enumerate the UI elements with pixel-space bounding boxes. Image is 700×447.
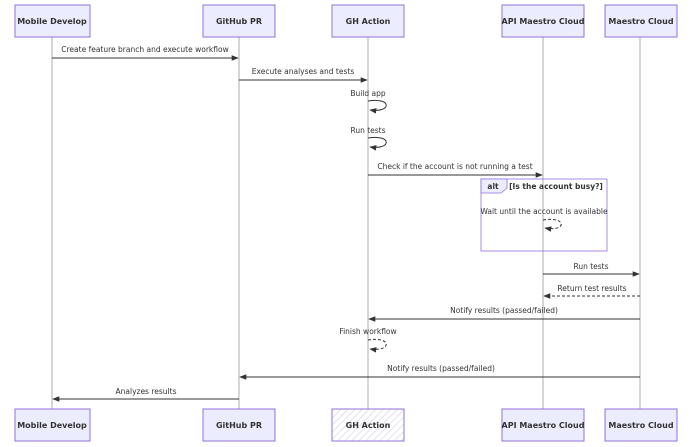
svg-text:Execute analyses and tests: Execute analyses and tests bbox=[252, 67, 355, 76]
svg-text:Mobile Develop: Mobile Develop bbox=[17, 421, 87, 430]
svg-text:Build app: Build app bbox=[350, 89, 386, 98]
actor-top-maestro-cloud: Maestro Cloud bbox=[604, 4, 678, 38]
message-run-tests-maestro: Run tests bbox=[543, 262, 640, 277]
svg-text:Notify results (passed/failed): Notify results (passed/failed) bbox=[450, 306, 558, 315]
message-finish-workflow: Finish workflow bbox=[339, 327, 397, 353]
message-analyzes-results: Analyzes results bbox=[52, 387, 239, 402]
svg-text:Check if the account is not ru: Check if the account is not running a te… bbox=[377, 162, 532, 171]
actor-bottom-github-pr: GitHub PR bbox=[202, 408, 276, 442]
svg-text:Finish workflow: Finish workflow bbox=[339, 327, 396, 336]
message-run-tests-self: Run tests bbox=[350, 126, 387, 151]
svg-text:GH Action: GH Action bbox=[346, 17, 391, 26]
svg-text:Maestro Cloud: Maestro Cloud bbox=[608, 17, 673, 26]
message-notify-results-gh-action: Notify results (passed/failed) bbox=[368, 306, 640, 322]
svg-text:Wait until the account is avai: Wait until the account is available bbox=[480, 207, 608, 216]
svg-text:Maestro Cloud: Maestro Cloud bbox=[608, 421, 673, 430]
svg-text:Return test results: Return test results bbox=[557, 284, 626, 293]
message-check-account: Check if the account is not running a te… bbox=[368, 162, 543, 178]
actor-bottom-api-maestro-cloud: API Maestro Cloud bbox=[501, 408, 585, 442]
svg-text:GitHub PR: GitHub PR bbox=[216, 17, 262, 26]
message-notify-results-github: Notify results (passed/failed) bbox=[239, 364, 640, 380]
svg-text:Create feature branch and exec: Create feature branch and execute workfl… bbox=[61, 45, 228, 54]
actor-bottom-gh-action: GH Action bbox=[331, 408, 405, 442]
svg-text:Mobile Develop: Mobile Develop bbox=[17, 17, 87, 26]
alt-block: alt [Is the account busy?] bbox=[480, 178, 608, 252]
actor-top-api-maestro-cloud: API Maestro Cloud bbox=[501, 4, 585, 38]
alt-condition: [Is the account busy?] bbox=[509, 182, 603, 191]
svg-text:API Maestro Cloud: API Maestro Cloud bbox=[502, 421, 585, 430]
message-execute-analyses: Execute analyses and tests bbox=[239, 67, 368, 83]
actor-bottom-maestro-cloud: Maestro Cloud bbox=[604, 408, 678, 442]
svg-text:API Maestro Cloud: API Maestro Cloud bbox=[502, 17, 585, 26]
actor-bottom-mobile-develop: Mobile Develop bbox=[14, 408, 91, 442]
svg-text:Notify results (passed/failed): Notify results (passed/failed) bbox=[387, 364, 495, 373]
alt-keyword: alt bbox=[487, 182, 499, 191]
message-create-feature-branch: Create feature branch and execute workfl… bbox=[52, 45, 239, 61]
actor-top-gh-action: GH Action bbox=[331, 4, 405, 38]
message-return-test-results: Return test results bbox=[543, 284, 640, 299]
svg-text:GH Action: GH Action bbox=[346, 421, 391, 430]
svg-text:Run tests: Run tests bbox=[573, 262, 608, 271]
svg-text:Analyzes results: Analyzes results bbox=[116, 387, 177, 396]
actor-top-github-pr: GitHub PR bbox=[202, 4, 276, 38]
message-build-app: Build app bbox=[350, 89, 387, 114]
svg-text:GitHub PR: GitHub PR bbox=[216, 421, 262, 430]
svg-text:Run tests: Run tests bbox=[350, 126, 385, 135]
message-wait-until-available: Wait until the account is available bbox=[480, 207, 608, 232]
actor-top-mobile-develop: Mobile Develop bbox=[14, 4, 91, 38]
